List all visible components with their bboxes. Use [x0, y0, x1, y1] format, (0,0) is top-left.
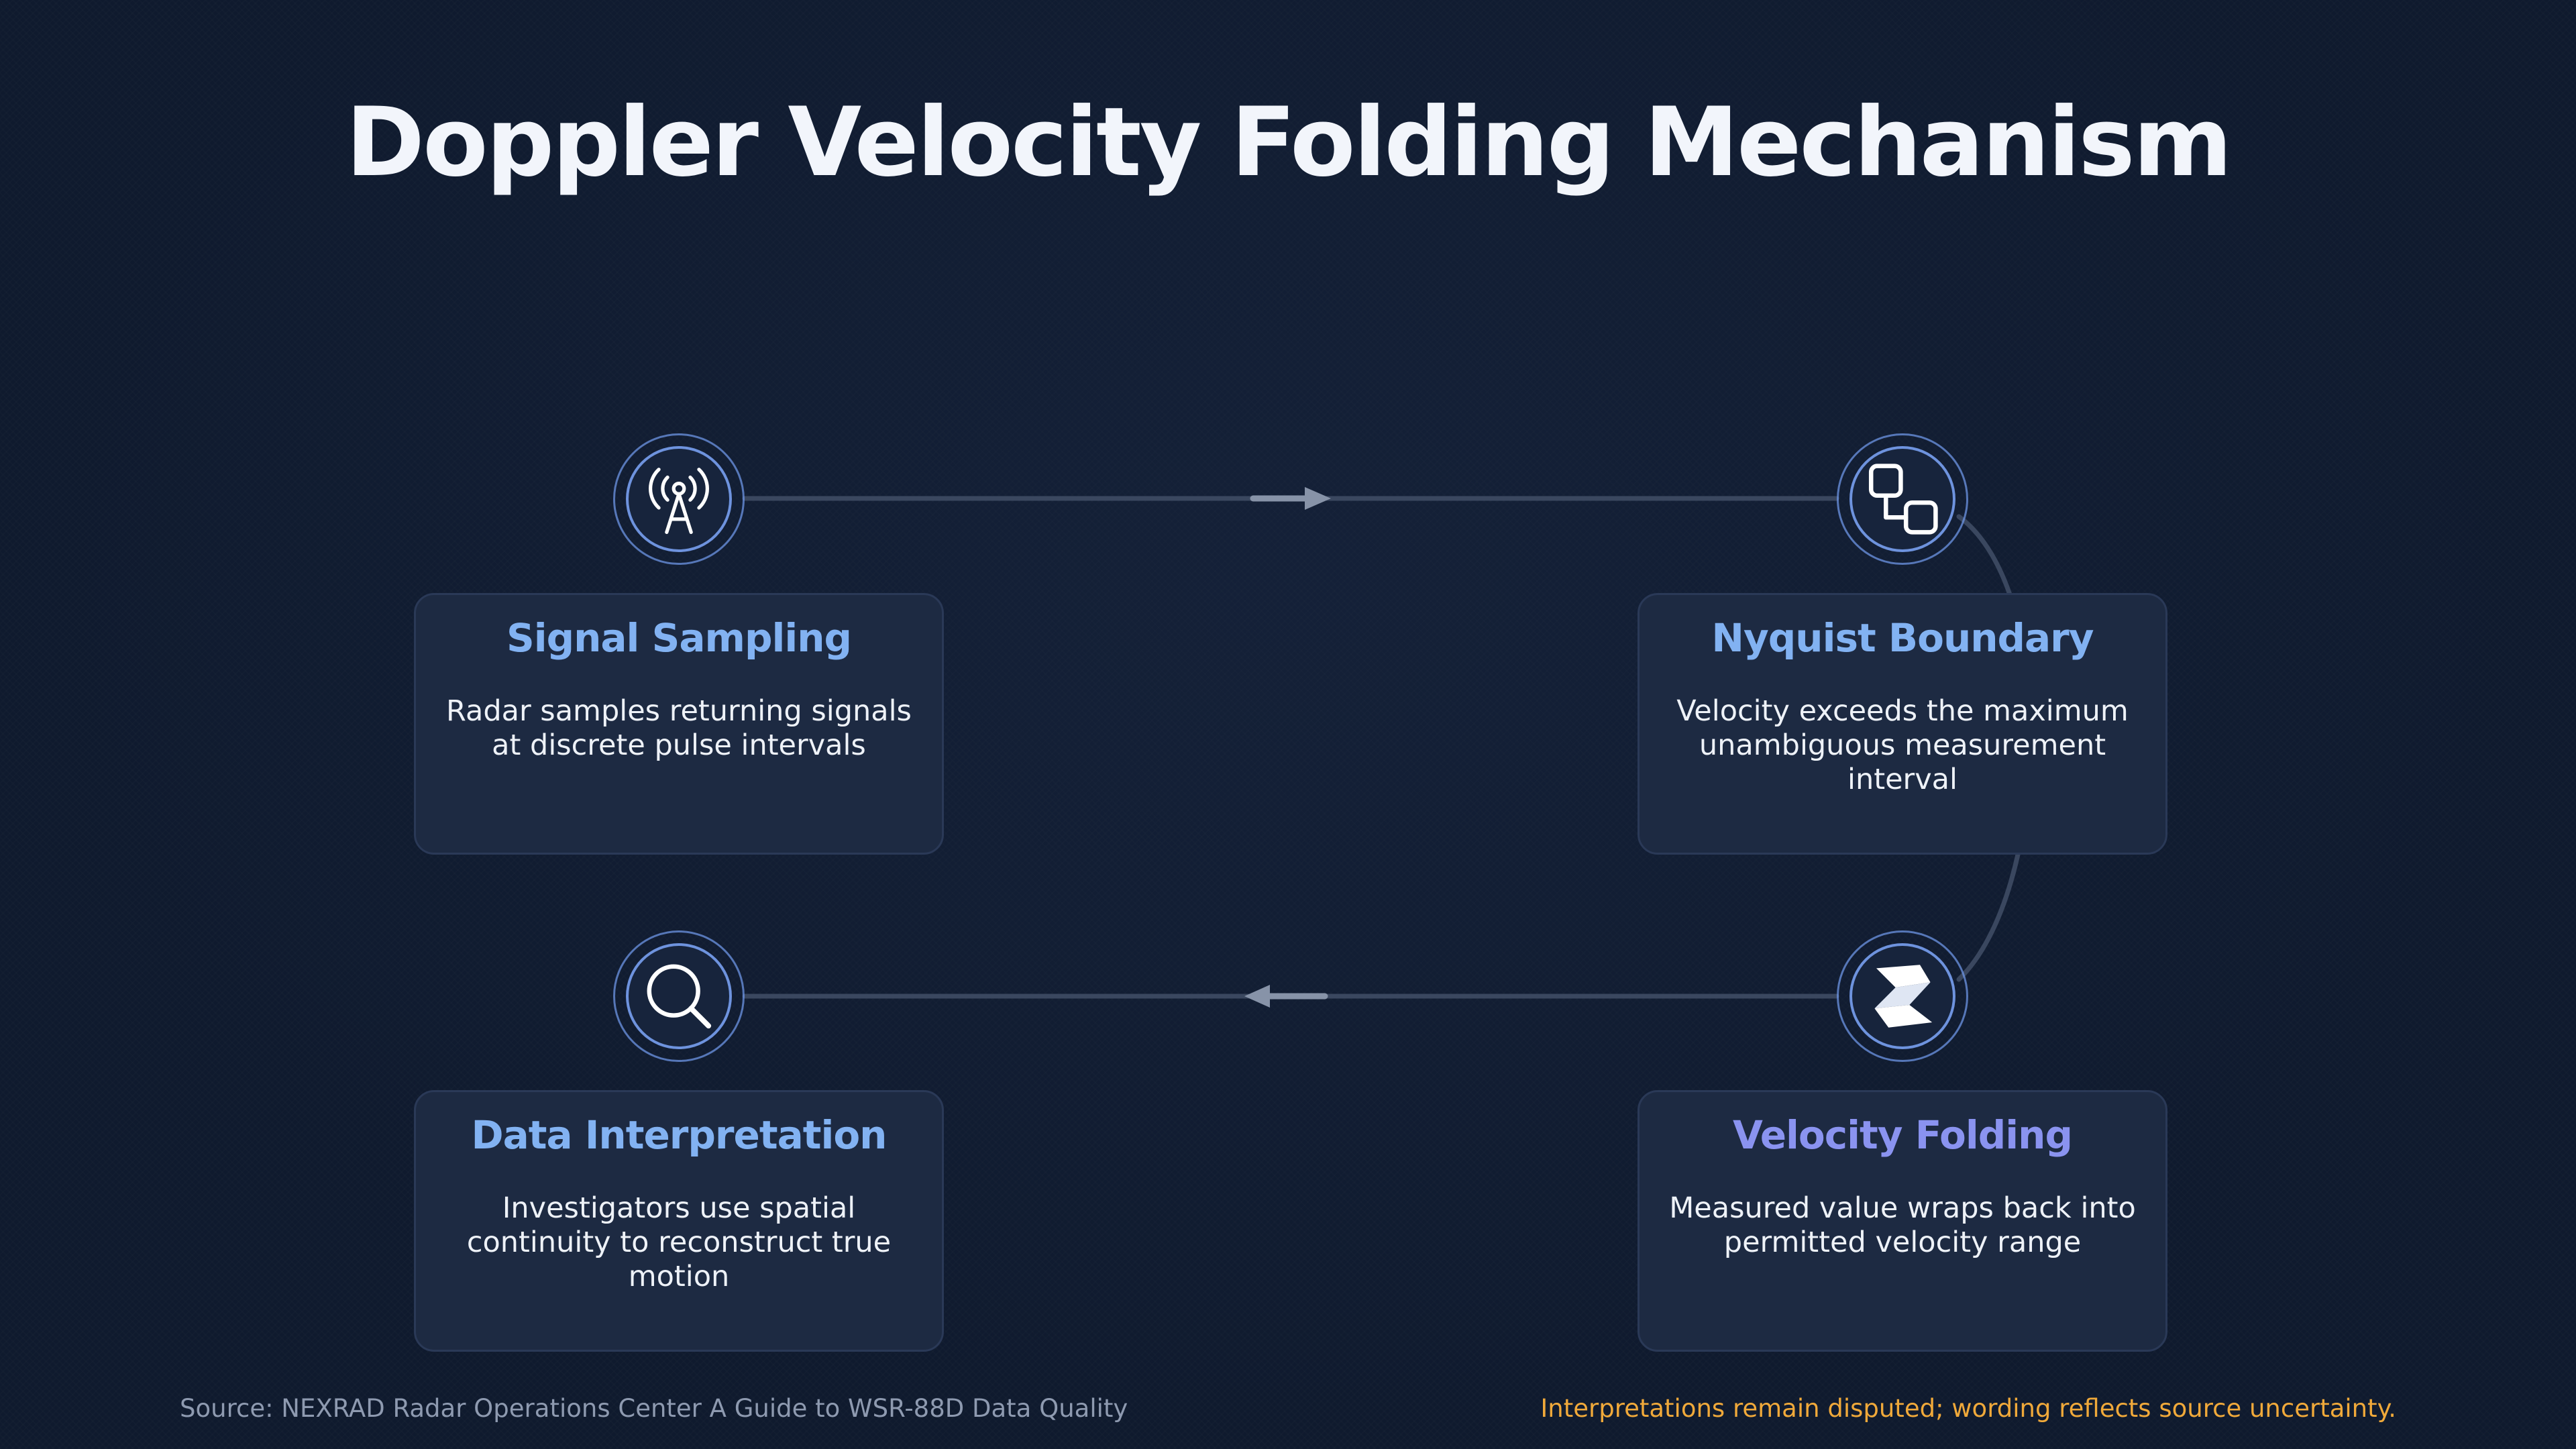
page-title: Doppler Velocity Folding Mechanism	[345, 87, 2233, 198]
node-velocity-folding	[1837, 930, 1968, 1062]
card-description: Velocity exceeds the maximum unambiguous…	[1676, 694, 2129, 796]
magnifier-icon	[647, 964, 712, 1029]
arrow-head-left	[1244, 985, 1270, 1008]
arrow-head-right	[1305, 487, 1331, 510]
fold-icon	[1874, 965, 1933, 1028]
radio-tower-icon	[649, 468, 709, 534]
node-nyquist-boundary	[1837, 433, 1968, 565]
card-velocity-folding: Velocity Folding Measured value wraps ba…	[1638, 1090, 2167, 1352]
node-data-interpretation	[613, 930, 745, 1062]
card-data-interpretation: Data Interpretation Investigators use sp…	[414, 1090, 944, 1352]
card-description: Measured value wraps back into permitted…	[1669, 1191, 2136, 1259]
flow-blocks-icon	[1868, 464, 1938, 535]
card-title: Nyquist Boundary	[1711, 615, 2094, 661]
card-title: Signal Sampling	[506, 615, 852, 661]
card-nyquist-boundary: Nyquist Boundary Velocity exceeds the ma…	[1638, 593, 2167, 855]
card-title: Velocity Folding	[1733, 1112, 2073, 1158]
source-citation: Source: NEXRAD Radar Operations Center A…	[180, 1394, 1128, 1423]
card-title: Data Interpretation	[471, 1112, 888, 1158]
card-description: Investigators use spatial continuity to …	[466, 1191, 892, 1293]
card-signal-sampling: Signal Sampling Radar samples returning …	[414, 593, 944, 855]
uncertainty-note: Interpretations remain disputed; wording…	[1540, 1394, 2396, 1423]
node-signal-sampling	[613, 433, 745, 565]
card-description: Radar samples returning signals at discr…	[446, 694, 912, 762]
